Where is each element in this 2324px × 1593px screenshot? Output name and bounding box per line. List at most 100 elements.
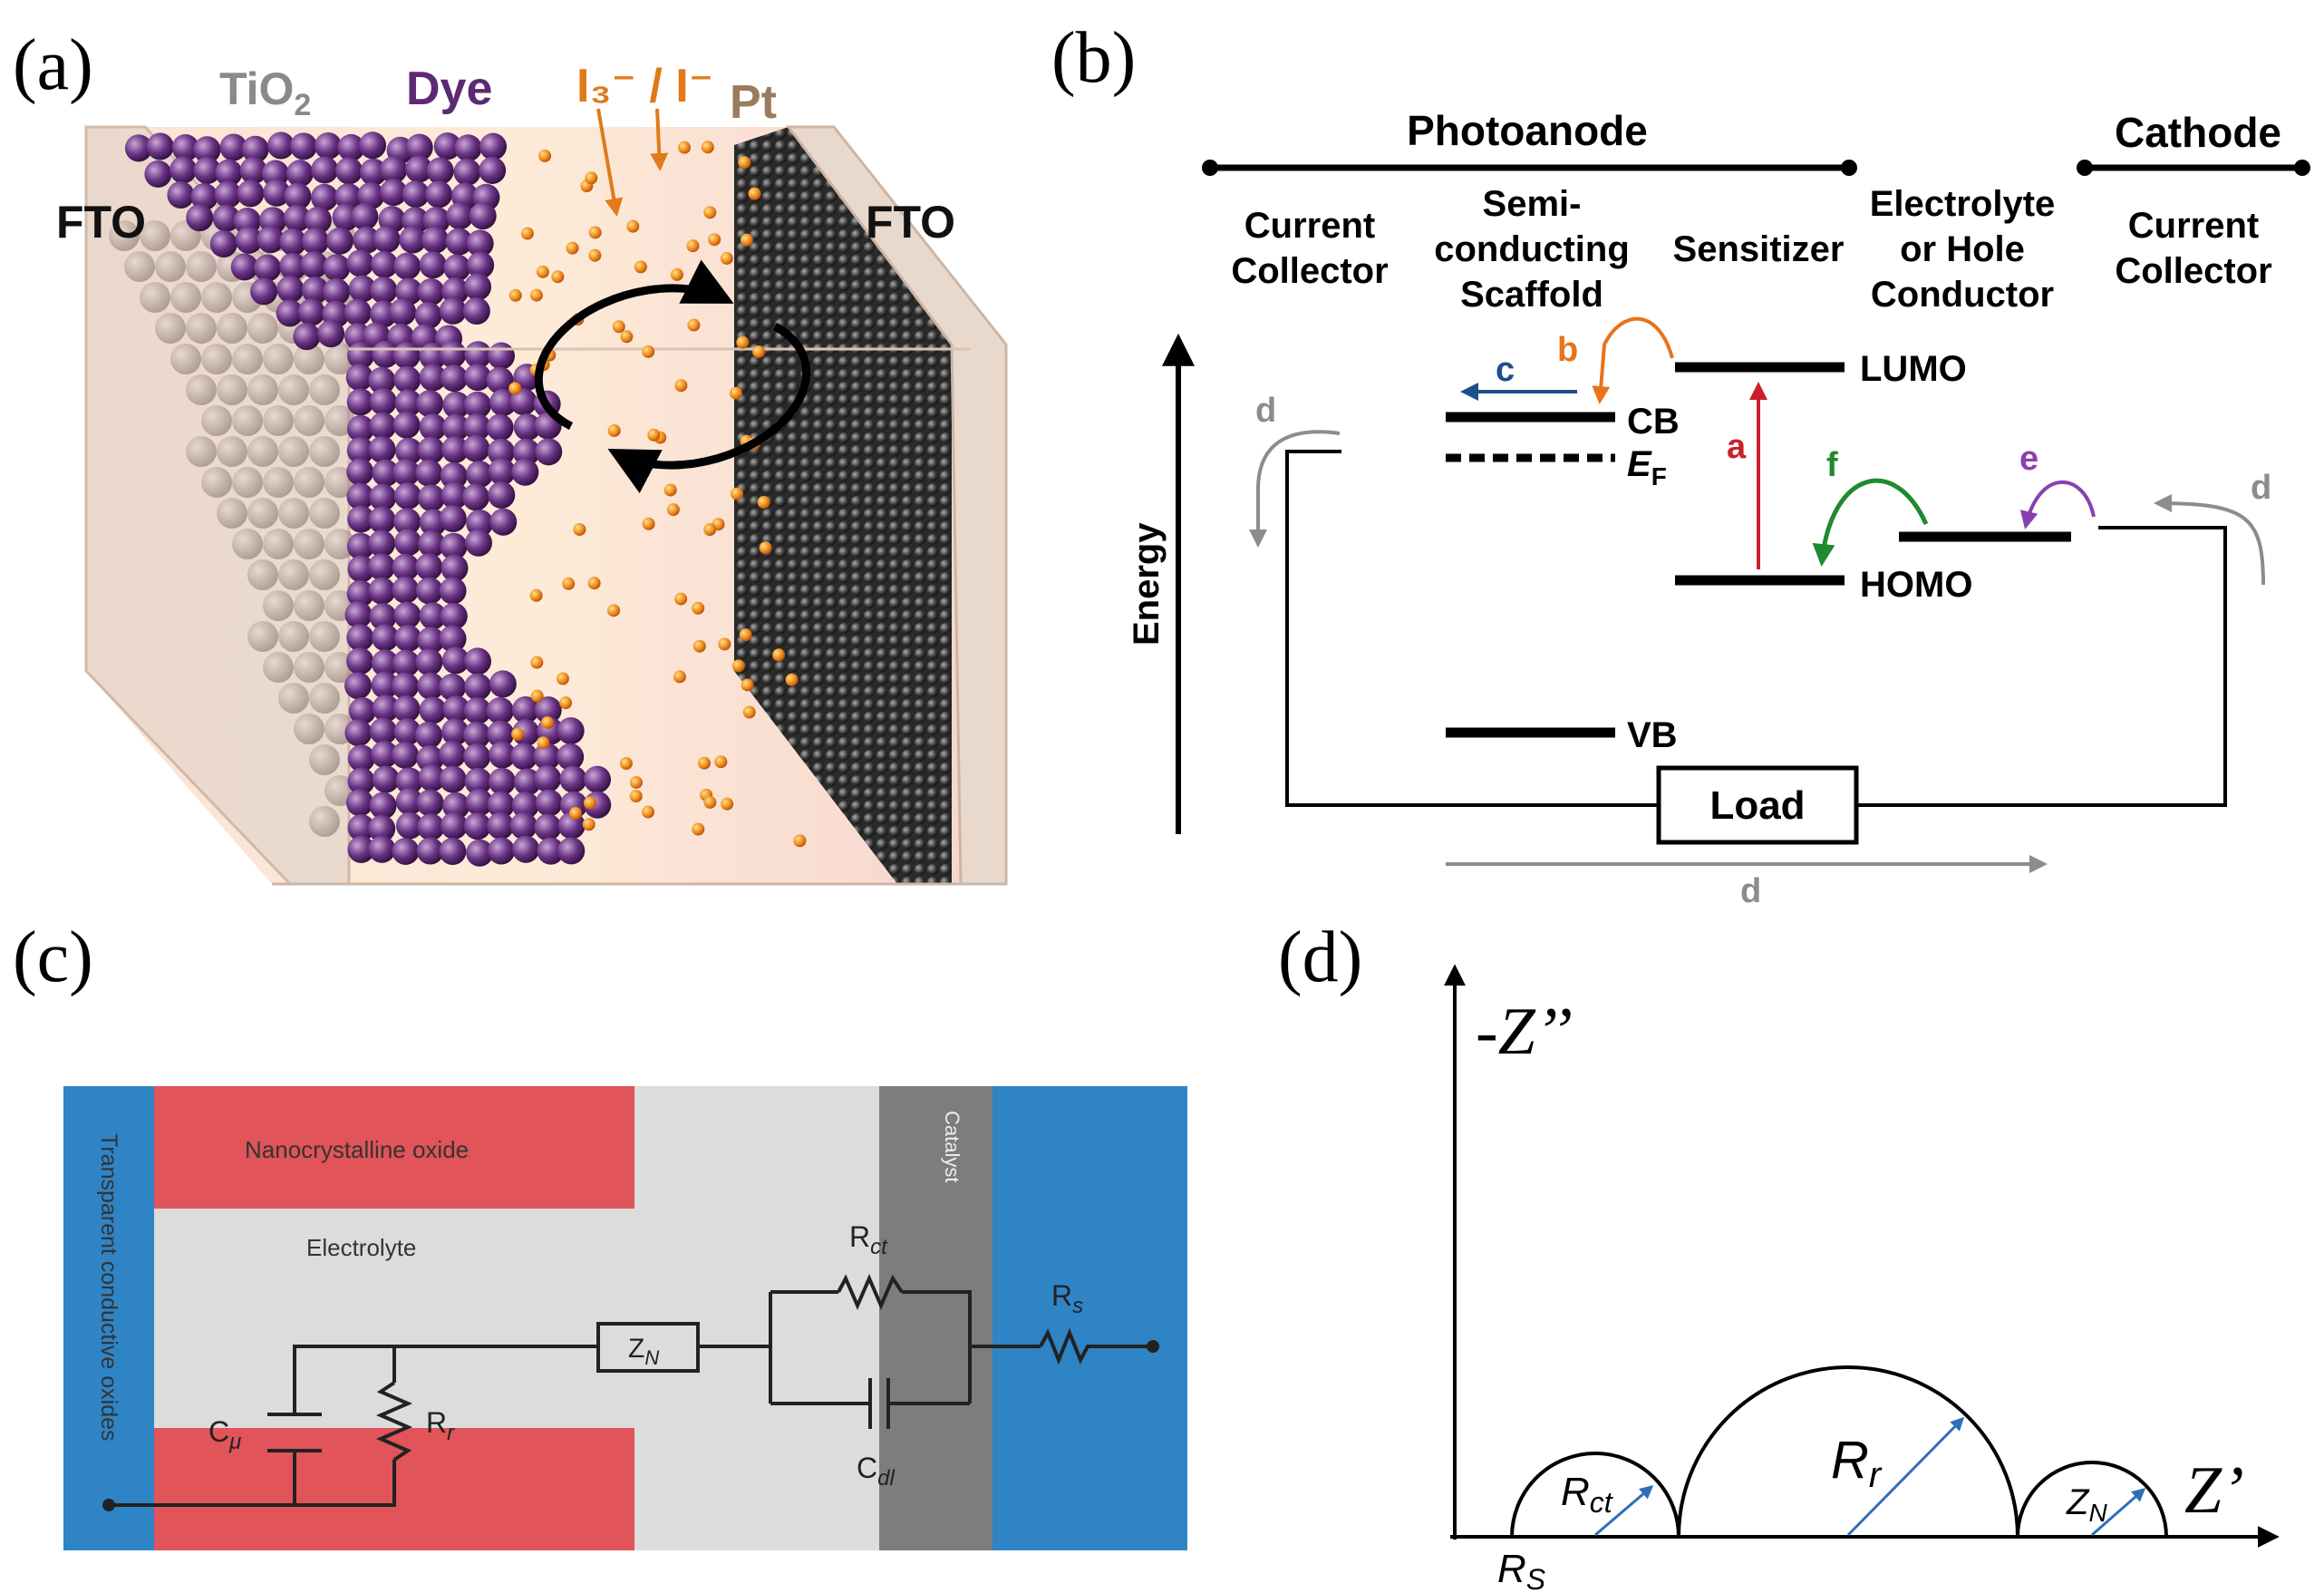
semicircle-zn — [2016, 1461, 2168, 1538]
dye-particle — [310, 183, 338, 211]
ion-particle — [588, 226, 602, 239]
dye-particle — [344, 672, 373, 700]
ion-particle — [585, 171, 598, 185]
dye-particles — [124, 131, 612, 867]
tio2-particle — [186, 374, 217, 405]
rct-label-d: Rct — [1561, 1470, 1613, 1519]
tio2-particle — [309, 744, 340, 775]
dye-particle — [416, 837, 444, 865]
semicircle-rr — [1677, 1365, 2019, 1538]
dye-particle — [394, 389, 422, 417]
dye-particle — [419, 696, 447, 724]
dye-particle — [466, 509, 494, 537]
dye-particle — [368, 814, 396, 842]
dye-particle — [442, 391, 470, 419]
dye-label: Dye — [406, 63, 492, 115]
dye-particle — [511, 792, 539, 820]
dye-particle — [463, 413, 491, 441]
dye-particle — [368, 553, 396, 581]
dye-particle — [417, 813, 445, 841]
ion-particle — [731, 487, 744, 500]
dye-particle — [368, 577, 396, 605]
dye-particle — [463, 364, 491, 392]
dye-particle — [486, 366, 514, 394]
ion-particle — [736, 335, 750, 349]
ion-particle — [582, 818, 596, 831]
catalyst-label: Catalyst — [941, 1111, 963, 1182]
tco-left — [63, 1086, 154, 1550]
dye-particle — [212, 204, 240, 232]
nano-label: Nanocrystalline oxide — [245, 1136, 469, 1163]
dye-particle — [422, 206, 450, 234]
rs-label-d: RS — [1497, 1547, 1545, 1593]
tio2-particle — [155, 313, 186, 344]
ion-particle — [731, 659, 745, 673]
dye-particle — [392, 459, 421, 487]
ion-particle — [541, 715, 555, 729]
tio2-particle — [186, 436, 217, 467]
dye-particle — [488, 342, 516, 370]
ion-particle — [670, 267, 683, 281]
dye-particle — [489, 741, 517, 769]
dye-particle — [289, 132, 317, 160]
fto-right-label: FTO — [866, 197, 955, 248]
dye-particle — [392, 695, 421, 723]
dye-particle — [219, 133, 247, 161]
ion-particle — [642, 345, 655, 358]
dye-particle — [414, 301, 442, 329]
tio2-particle — [278, 436, 309, 467]
dye-particle — [463, 743, 491, 771]
tio2-particle — [294, 714, 324, 744]
dye-particle — [440, 602, 468, 630]
dye-particle — [323, 277, 351, 306]
dye-particle — [392, 741, 420, 769]
dye-particle — [419, 364, 447, 392]
dye-particle — [439, 765, 467, 793]
ion-particle — [703, 206, 717, 219]
dye-particle — [284, 182, 312, 210]
dye-particle — [440, 811, 468, 840]
circuit-right-wire — [1856, 526, 2227, 807]
circuit-left-wire — [1285, 450, 1659, 807]
tio2-particle — [247, 498, 278, 529]
dye-particle — [463, 696, 491, 724]
arrow-b — [1592, 316, 1674, 404]
ion-particle — [556, 672, 569, 685]
rct-resistor — [837, 1273, 904, 1311]
rs-label: Rs — [1051, 1279, 1083, 1318]
dye-particle — [371, 671, 399, 699]
ion-particle — [692, 601, 705, 615]
dye-particle — [347, 744, 375, 772]
dye-particle — [368, 435, 396, 463]
dye-particle — [171, 134, 199, 162]
dye-particle — [392, 342, 421, 370]
dye-particle — [368, 529, 396, 558]
current-collector-1-line2: Collector — [1231, 251, 1388, 291]
tio2-particle — [170, 282, 201, 313]
dye-particle — [425, 180, 453, 209]
dye-particle — [369, 412, 397, 440]
dye-particle — [417, 672, 445, 700]
dye-particle — [489, 670, 517, 698]
dye-particle — [372, 340, 400, 368]
current-collector-1-line1: Current — [1244, 206, 1375, 246]
dye-particle — [463, 647, 491, 675]
dye-particle — [488, 767, 516, 795]
dye-particle — [441, 413, 470, 442]
ion-particle — [629, 790, 643, 803]
dye-particle — [462, 297, 490, 325]
dye-particle — [454, 134, 482, 162]
load-box — [1656, 765, 1859, 845]
arrow-c-label: c — [1496, 351, 1515, 389]
dye-particle — [286, 160, 314, 188]
dye-particle — [344, 298, 372, 326]
dye-particle — [419, 413, 447, 442]
zn-label-d: ZN — [2066, 1482, 2107, 1527]
dye-particle — [371, 250, 399, 278]
tio2-particle — [263, 590, 294, 621]
dye-particle — [214, 180, 242, 209]
dye-particle — [535, 438, 563, 466]
photoanode-bar-end-right — [1841, 160, 1857, 176]
dye-particle — [348, 696, 376, 724]
dye-particle — [442, 792, 470, 820]
